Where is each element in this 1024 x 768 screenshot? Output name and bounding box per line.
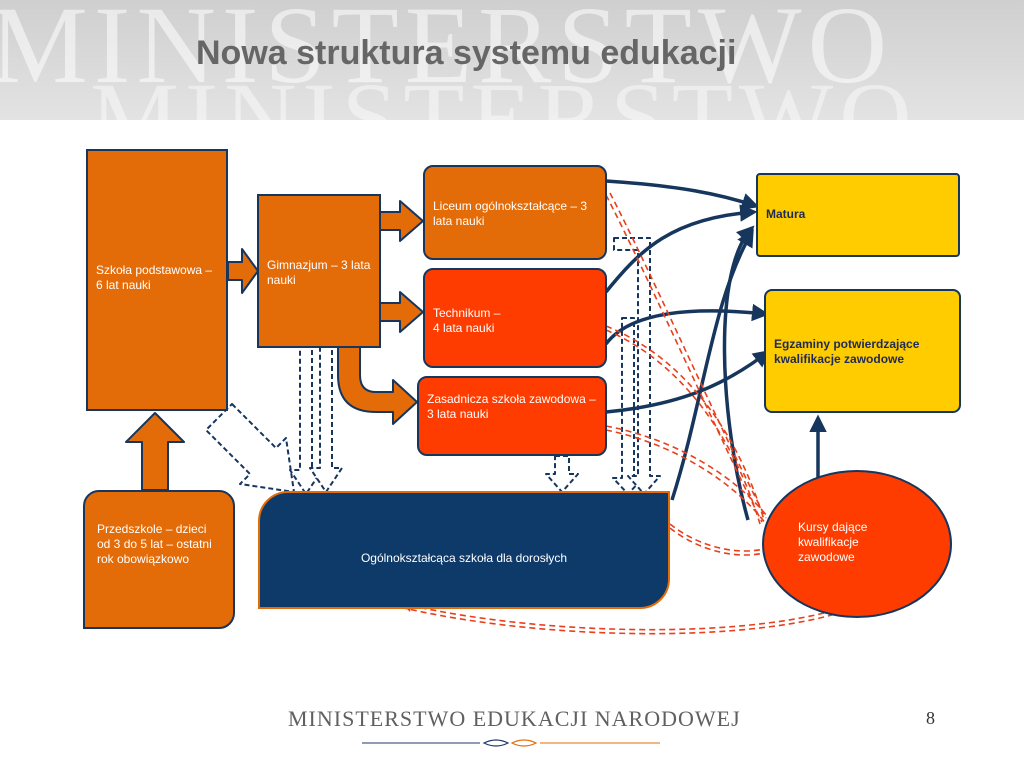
box-przedszkole-label: Przedszkole – dzieci od 3 do 5 lat – ost… — [97, 522, 212, 566]
box-egzaminy: Egzaminy potwierdzające kwalifikacje zaw… — [764, 289, 961, 413]
box-zasadnicza-label: Zasadnicza szkoła zawodowa – 3 lata nauk… — [427, 392, 596, 421]
box-zasadnicza: Zasadnicza szkoła zawodowa – 3 lata nauk… — [417, 376, 607, 456]
box-matura: Matura — [756, 173, 960, 257]
box-liceum-label: Liceum ogólnokształcące – 3 lata nauki — [433, 199, 588, 228]
dashed-arrow-zasadnicza-to-dorosli — [545, 455, 579, 493]
dashed-arrow-liceum-to-dorosli — [613, 237, 661, 495]
dashed-connector-dorosli-to-kursy — [669, 523, 769, 552]
box-szkola-doroslych-label: Ogólnokształcąca szkoła dla dorosłych — [360, 551, 568, 565]
box-liceum: Liceum ogólnokształcące – 3 lata nauki — [423, 165, 607, 260]
dashed-arrow-podstawowa-to-dorosli — [205, 403, 295, 493]
connector-dorosli-to-matura — [670, 228, 754, 501]
box-gimnazjum: Gimnazjum – 3 lata nauki — [257, 194, 381, 348]
circle-kursy-label: Kursy dające kwalifikacje zawodowe — [798, 520, 868, 564]
box-matura-label: Matura — [766, 207, 806, 221]
header-banner: MINISTERSTWO MINISTERSTWO Nowa struktura… — [0, 0, 1024, 120]
dashed-connector-liceum-to-kursy — [605, 194, 763, 523]
box-technikum-label: Technikum – 4 lata nauki — [433, 306, 501, 335]
connector-technikum-to-matura — [604, 204, 758, 294]
dashed-arrow-gimnazjum-to-dorosli-1 — [289, 345, 323, 495]
page-title: Nowa struktura systemu edukacji — [196, 34, 737, 72]
block-arrow-gimnazjum-to-liceum — [374, 200, 424, 242]
block-arrow-gimnazjum-to-technikum — [374, 291, 424, 333]
connector-liceum-to-matura — [605, 179, 760, 210]
header-watermark: MINISTERSTWO — [0, 0, 894, 106]
box-szkola-podstawowa: Szkoła podstawowa – 6 lat nauki — [86, 149, 228, 411]
box-technikum: Technikum – 4 lata nauki — [423, 268, 607, 368]
page-number: 8 — [926, 708, 935, 728]
box-szkola-doroslych: Ogólnokształcąca szkoła dla dorosłych — [258, 491, 670, 609]
header-watermark-echo: MINISTERSTWO — [90, 62, 918, 120]
connector-technikum-to-egzaminy — [604, 303, 770, 346]
connector-kursy-to-matura — [722, 225, 755, 521]
footer-emblem — [362, 739, 660, 747]
footer-brand: MINISTERSTWO EDUKACJI NARODOWEJ — [288, 706, 741, 731]
box-egzaminy-label: Egzaminy potwierdzające kwalifikacje zaw… — [774, 337, 920, 366]
box-szkola-podstawowa-label: Szkoła podstawowa – 6 lat nauki — [96, 263, 213, 292]
dashed-arrow-technikum-to-dorosli — [612, 317, 644, 495]
dashed-connector-technikum-to-kursy — [605, 325, 765, 521]
dashed-connector-zasadnicza-to-kursy — [605, 425, 771, 521]
block-arrow-gimnazjum-to-zasadnicza — [337, 345, 418, 425]
block-arrow-przedszkole-to-podstawowa — [125, 412, 185, 491]
circle-kursy: Kursy dające kwalifikacje zawodowe — [762, 470, 952, 618]
box-przedszkole: Przedszkole – dzieci od 3 do 5 lat – ost… — [83, 490, 235, 629]
block-arrow-podstawowa-to-gimnazjum — [227, 248, 259, 294]
diagram-connectors — [125, 179, 881, 635]
dashed-arrow-gimnazjum-to-dorosli-2 — [309, 345, 343, 493]
box-gimnazjum-label: Gimnazjum – 3 lata nauki — [267, 258, 371, 287]
